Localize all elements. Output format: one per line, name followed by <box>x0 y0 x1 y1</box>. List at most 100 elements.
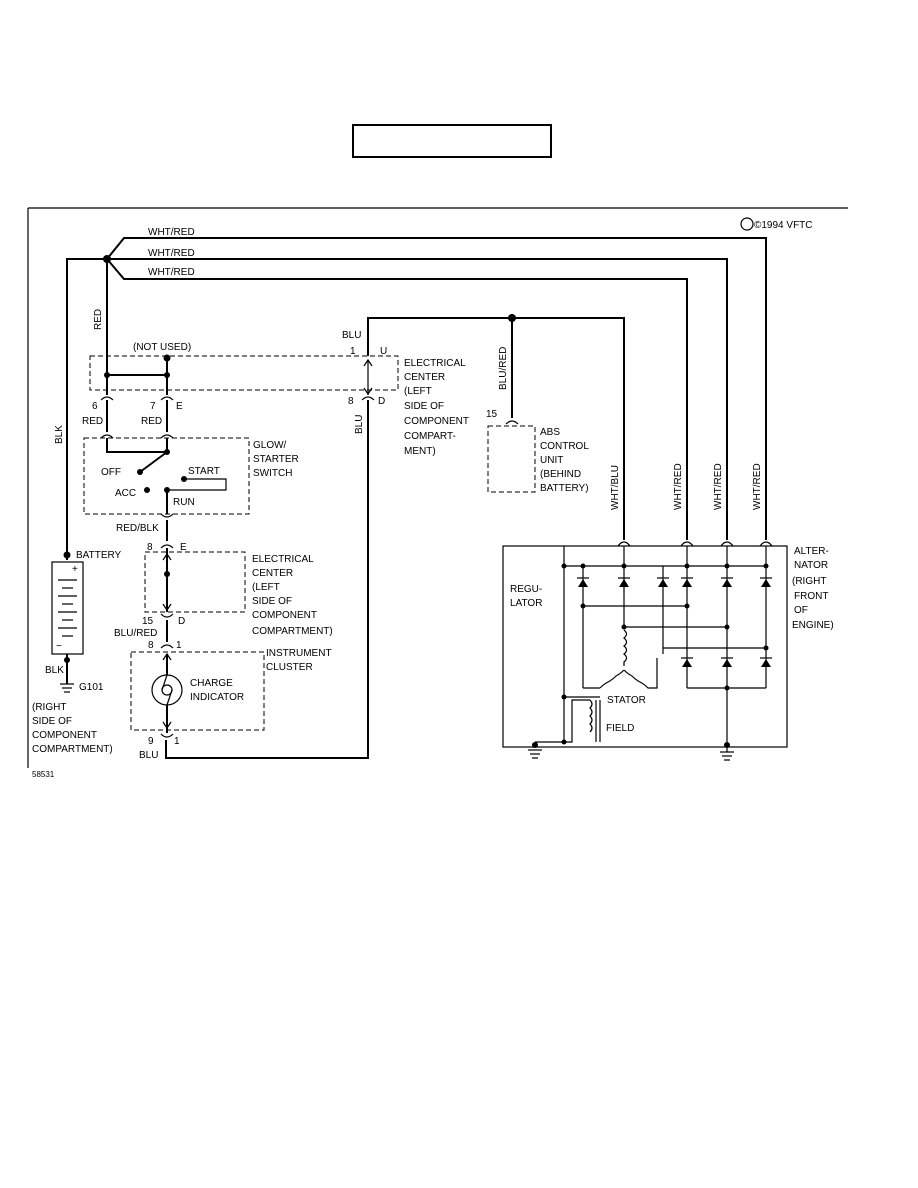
svg-text:COMPARTMENT): COMPARTMENT) <box>252 626 333 637</box>
svg-text:ELECTRICAL: ELECTRICAL <box>404 358 466 369</box>
electrical-center-top-internal <box>104 354 373 396</box>
abs-connector <box>505 420 519 425</box>
ec-mid-label: ELECTRICAL CENTER (LEFT SIDE OF COMPONEN… <box>252 554 333 637</box>
ground-g101-icon <box>60 683 74 693</box>
alternator-ground-icon-right <box>720 742 734 761</box>
svg-text:FRONT: FRONT <box>794 591 828 602</box>
svg-text:+: + <box>72 564 78 575</box>
regulator-label: REGU- LATOR <box>510 584 542 609</box>
copyright-text: ©1994 VFTC <box>754 220 813 231</box>
pin-cluster-8: 8 <box>148 640 154 651</box>
svg-text:STARTER: STARTER <box>253 454 299 465</box>
glow-label: GLOW/ STARTER SWITCH <box>253 440 299 479</box>
svg-text:SIDE OF: SIDE OF <box>32 716 72 727</box>
instrument-cluster-box <box>130 651 265 731</box>
charge-label: CHARGE INDICATOR <box>190 678 244 703</box>
pin-8-d-num: 8 <box>348 396 354 407</box>
wire-label-red: RED <box>93 309 104 330</box>
field-label: FIELD <box>606 723 634 734</box>
svg-text:SWITCH: SWITCH <box>253 468 292 479</box>
svg-text:SIDE OF: SIDE OF <box>252 596 292 607</box>
electrical-center-mid-internal <box>160 548 174 642</box>
wire-label-wht-red-low: WHT/RED <box>148 267 195 278</box>
copyright-circle-icon <box>740 217 754 231</box>
wire-label-wht-red-v1: WHT/RED <box>673 463 684 510</box>
pin-cluster-9: 9 <box>148 736 154 747</box>
pin-u: U <box>380 346 387 357</box>
connectors-ec-top-bottom <box>100 396 375 432</box>
battery-icon: + − <box>51 551 84 684</box>
alternator-label: ALTER- NATOR (RIGHT FRONT OF ENGINE) <box>792 546 834 631</box>
pin-8-e-num: 8 <box>147 542 153 553</box>
alternator-internal <box>535 546 772 745</box>
pin-15: 15 <box>142 616 154 627</box>
svg-text:CENTER: CENTER <box>404 372 445 383</box>
svg-text:INSTRUMENT: INSTRUMENT <box>266 648 332 659</box>
switch-run-label: RUN <box>173 497 195 508</box>
wire-label-wht-red-v2: WHT/RED <box>713 463 724 510</box>
svg-text:ELECTRICAL: ELECTRICAL <box>252 554 314 565</box>
pin-8-e-let: E <box>180 542 187 553</box>
svg-text:BATTERY): BATTERY) <box>540 483 589 494</box>
svg-text:ENGINE): ENGINE) <box>792 620 834 631</box>
svg-text:CLUSTER: CLUSTER <box>266 662 313 673</box>
switch-start-label: START <box>188 466 220 477</box>
pin-cluster-1-bot: 1 <box>174 736 180 747</box>
svg-text:INDICATOR: INDICATOR <box>190 692 244 703</box>
pin-abs-15: 15 <box>486 409 498 420</box>
pin-6: 6 <box>92 401 98 412</box>
svg-text:ALTER-: ALTER- <box>794 546 829 557</box>
wire-label-wht-red-v3: WHT/RED <box>752 463 763 510</box>
wire-label-blu-bottom: BLU <box>139 750 158 761</box>
ground-location-label: (RIGHT SIDE OF COMPONENT COMPARTMENT) <box>32 702 113 755</box>
ec-top-label: ELECTRICAL CENTER (LEFT SIDE OF COMPONEN… <box>404 358 469 457</box>
svg-text:UNIT: UNIT <box>540 455 563 466</box>
diagram-frame <box>27 207 848 768</box>
pin-e: E <box>176 401 183 412</box>
svg-text:COMPONENT: COMPONENT <box>404 416 469 427</box>
wire-label-red-right: RED <box>141 416 162 427</box>
svg-text:CENTER: CENTER <box>252 568 293 579</box>
svg-text:COMPARTMENT): COMPARTMENT) <box>32 744 113 755</box>
pin-cluster-1-top: 1 <box>176 640 182 651</box>
svg-text:OF: OF <box>794 605 808 616</box>
abs-label: ABS CONTROL UNIT (BEHIND BATTERY) <box>540 427 589 494</box>
svg-text:(LEFT: (LEFT <box>252 582 280 593</box>
wire-label-blu-red-cluster: BLU/RED <box>114 628 157 639</box>
wire-label-red-left: RED <box>82 416 103 427</box>
wire-label-wht-blu: WHT/BLU <box>610 465 621 510</box>
wire-label-wht-red-mid: WHT/RED <box>148 248 195 259</box>
svg-text:SIDE OF: SIDE OF <box>404 401 444 412</box>
svg-text:(RIGHT: (RIGHT <box>792 576 826 587</box>
charge-indicator-lamp-icon <box>151 674 183 706</box>
svg-text:LATOR: LATOR <box>510 598 542 609</box>
splice-node <box>103 255 111 263</box>
svg-text:CHARGE: CHARGE <box>190 678 233 689</box>
blu-splice-node <box>508 314 516 322</box>
cluster-label: INSTRUMENT CLUSTER <box>266 648 332 673</box>
battery-label: BATTERY <box>76 550 122 561</box>
figure-id: 58531 <box>32 770 55 779</box>
pin-d-let: D <box>378 396 385 407</box>
wire-label-blk-battery: BLK <box>54 425 65 444</box>
svg-text:CONTROL: CONTROL <box>540 441 589 452</box>
pin-15-d: D <box>178 616 185 627</box>
svg-text:NATOR: NATOR <box>794 560 828 571</box>
electrical-center-mid-box <box>144 551 246 613</box>
svg-text:COMPONENT: COMPONENT <box>252 610 317 621</box>
electrical-center-top-box <box>89 355 399 391</box>
wire-label-red-blk: RED/BLK <box>116 523 159 534</box>
pin-1: 1 <box>350 346 356 357</box>
svg-text:COMPART-: COMPART- <box>404 431 456 442</box>
svg-text:(RIGHT: (RIGHT <box>32 702 66 713</box>
wht-red-wires <box>66 237 767 560</box>
alternator-connectors <box>617 541 773 547</box>
red-blk-wire <box>160 513 174 549</box>
pin-7: 7 <box>150 401 156 412</box>
svg-text:−: − <box>56 641 62 652</box>
svg-text:(LEFT: (LEFT <box>404 386 432 397</box>
glow-starter-switch <box>100 434 227 514</box>
blu-wires <box>165 314 625 759</box>
svg-text:MENT): MENT) <box>404 446 436 457</box>
